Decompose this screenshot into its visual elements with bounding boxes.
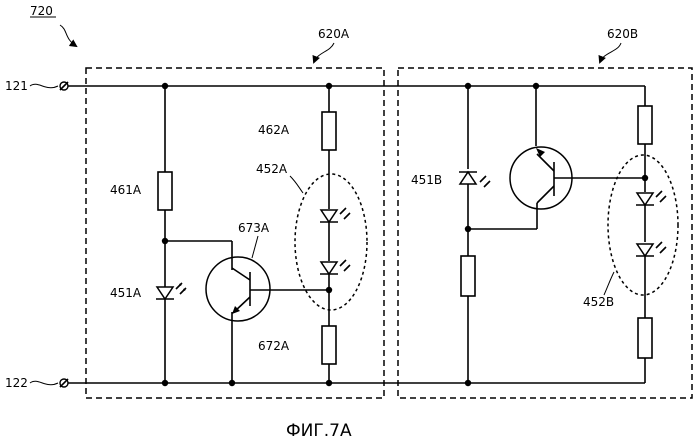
block-b-arrow bbox=[600, 43, 621, 62]
transistor-b-emitter bbox=[537, 154, 554, 171]
transistor-b-emitter-arrow bbox=[536, 148, 545, 157]
label-452a: 452A bbox=[256, 162, 288, 176]
resistor-b-left bbox=[461, 256, 475, 296]
label-461a: 461A bbox=[110, 183, 142, 197]
label-451a: 451A bbox=[110, 286, 142, 300]
node-a-bottom-right bbox=[326, 380, 332, 386]
led-452a-2-rays bbox=[340, 260, 350, 271]
node-a-collector bbox=[162, 238, 168, 244]
led-451b-rays bbox=[480, 176, 490, 187]
figure-ref-arrow bbox=[60, 25, 76, 46]
node-a-base bbox=[326, 287, 332, 293]
led-451b bbox=[460, 172, 476, 184]
led-452a-1-rays bbox=[340, 208, 350, 219]
node-b-top-left bbox=[465, 83, 471, 89]
node-a-bottom-left bbox=[162, 380, 168, 386]
led-452a-1 bbox=[321, 210, 337, 222]
figure-caption: ФИГ.7А bbox=[286, 421, 352, 441]
led-452b-2-rays bbox=[656, 242, 666, 253]
label-451b: 451B bbox=[411, 173, 442, 187]
transistor-b-collector bbox=[537, 186, 554, 203]
block-b-label: 620B bbox=[607, 27, 638, 41]
resistor-461a bbox=[158, 172, 172, 210]
node-b-collector bbox=[465, 226, 471, 232]
label-673a-lead bbox=[252, 236, 258, 258]
resistor-b-top-right bbox=[638, 106, 652, 144]
transistor-673a-collector bbox=[232, 268, 250, 280]
led-452b-2 bbox=[637, 244, 653, 256]
led-452b-1 bbox=[637, 193, 653, 205]
led-451a bbox=[157, 287, 173, 299]
label-452a-lead bbox=[290, 176, 303, 193]
node-b-bottom-left bbox=[465, 380, 471, 386]
label-452b-lead bbox=[604, 272, 614, 295]
block-a-arrow bbox=[314, 43, 334, 62]
resistor-672a bbox=[322, 326, 336, 364]
led-452b-1-rays bbox=[656, 191, 666, 202]
block-a-label: 620A bbox=[318, 27, 350, 41]
label-672a: 672A bbox=[258, 339, 290, 353]
terminal-121-label: 121 bbox=[5, 79, 28, 93]
node-b-top-transistor bbox=[533, 83, 539, 89]
node-a-top-right bbox=[326, 83, 332, 89]
node-a-top-left bbox=[162, 83, 168, 89]
label-452b: 452B bbox=[583, 295, 614, 309]
terminal-122-lead bbox=[30, 381, 58, 384]
node-b-base bbox=[642, 175, 648, 181]
label-462a: 462A bbox=[258, 123, 290, 137]
block-a-box bbox=[86, 68, 384, 398]
led-452a-2 bbox=[321, 262, 337, 274]
led-451a-ray-heads bbox=[179, 283, 186, 291]
resistor-462a bbox=[322, 112, 336, 150]
resistor-b-bottom-right bbox=[638, 318, 652, 358]
label-673a: 673A bbox=[238, 221, 270, 235]
node-a-bottom-emitter bbox=[229, 380, 235, 386]
figure-ref-label: 720 bbox=[30, 4, 53, 18]
terminal-122-label: 122 bbox=[5, 376, 28, 390]
terminal-121-lead bbox=[30, 84, 58, 87]
